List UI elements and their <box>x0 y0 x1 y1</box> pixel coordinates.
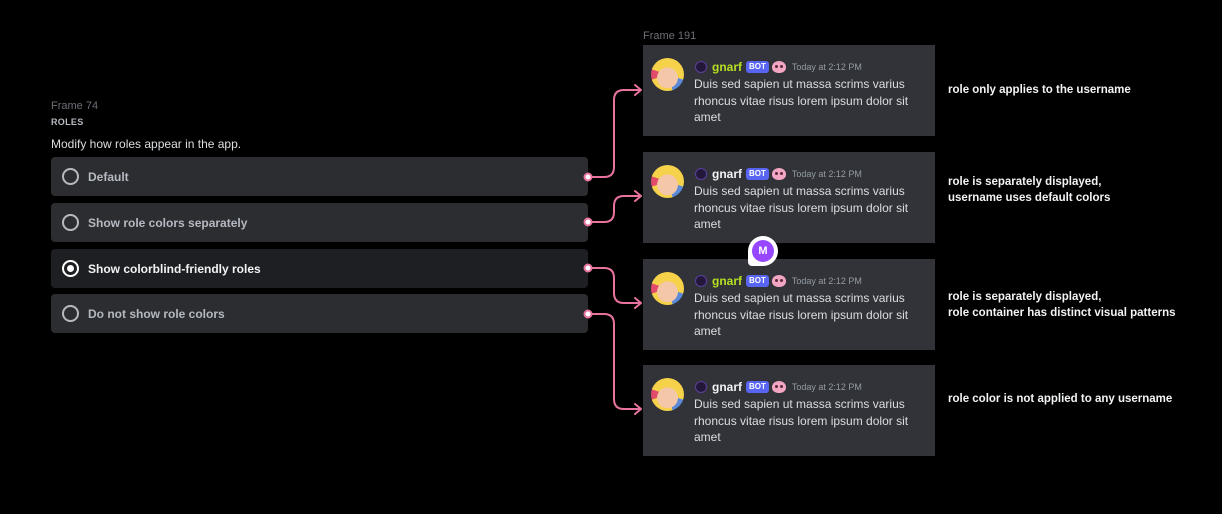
chat-message-preview: gnarf BOT Today at 2:12 PM Duis sed sapi… <box>643 365 935 456</box>
annotation-note: role color is not applied to any usernam… <box>948 391 1172 407</box>
chat-message-preview: gnarf BOT Today at 2:12 PM Duis sed sapi… <box>643 45 935 136</box>
radio-unchecked-icon[interactable] <box>62 305 79 322</box>
bot-tag: BOT <box>746 61 769 73</box>
role-option-label: Default <box>88 169 129 184</box>
message-body: Duis sed sapien ut massa scrims varius r… <box>694 397 909 444</box>
role-icon <box>695 168 707 180</box>
role-option-label: Show role colors separately <box>88 215 248 230</box>
note-line: role only applies to the username <box>948 84 1131 96</box>
note-line: role container has distinct visual patte… <box>948 307 1176 319</box>
username[interactable]: gnarf <box>712 380 742 394</box>
radio-unchecked-icon[interactable] <box>62 168 79 185</box>
role-option-label: Do not show role colors <box>88 306 225 321</box>
role-icon <box>695 61 707 73</box>
role-icon <box>695 275 707 287</box>
annotation-note: role is separately displayed, role conta… <box>948 289 1176 321</box>
message-body: Duis sed sapien ut massa scrims varius r… <box>694 77 909 124</box>
bot-tag: BOT <box>746 168 769 180</box>
avatar <box>651 378 684 411</box>
timestamp: Today at 2:12 PM <box>791 276 862 286</box>
role-option-no-colors[interactable]: Do not show role colors <box>51 294 588 333</box>
cat-emoji-icon <box>771 381 786 393</box>
annotation-note: role only applies to the username <box>948 82 1131 98</box>
username[interactable]: gnarf <box>712 274 742 288</box>
chat-message-preview: gnarf BOT Today at 2:12 PM Duis sed sapi… <box>643 259 935 350</box>
avatar <box>651 165 684 198</box>
message-body: Duis sed sapien ut massa scrims varius r… <box>694 291 909 338</box>
bot-tag: BOT <box>746 381 769 393</box>
radio-unchecked-icon[interactable] <box>62 214 79 231</box>
avatar <box>651 58 684 91</box>
username[interactable]: gnarf <box>712 167 742 181</box>
timestamp: Today at 2:12 PM <box>791 62 862 72</box>
bot-tag: BOT <box>746 275 769 287</box>
role-option-colorblind-friendly[interactable]: Show colorblind-friendly roles <box>51 249 588 288</box>
connector-2 <box>588 195 640 223</box>
collaborator-avatar-badge[interactable]: M <box>748 236 780 270</box>
roles-section-title: ROLES <box>51 117 84 127</box>
role-option-separate-colors[interactable]: Show role colors separately <box>51 203 588 242</box>
annotation-note: role is separately displayed, username u… <box>948 174 1110 206</box>
radio-checked-icon[interactable] <box>62 260 79 277</box>
connector-4 <box>588 313 640 410</box>
message-body: Duis sed sapien ut massa scrims varius r… <box>694 184 909 231</box>
collaborator-initial: M <box>752 240 774 262</box>
avatar <box>651 272 684 305</box>
cat-emoji-icon <box>771 275 786 287</box>
connector-3 <box>588 267 640 304</box>
note-line: username uses default colors <box>948 192 1111 204</box>
frame-191-label: Frame 191 <box>643 30 697 42</box>
chat-message-preview: gnarf BOT Today at 2:12 PM Duis sed sapi… <box>643 152 935 243</box>
role-icon <box>695 381 707 393</box>
frame-74-label: Frame 74 <box>51 100 99 112</box>
roles-section-description: Modify how roles appear in the app. <box>51 137 242 151</box>
username[interactable]: gnarf <box>712 60 742 74</box>
cat-emoji-icon <box>771 168 786 180</box>
timestamp: Today at 2:12 PM <box>791 169 862 179</box>
note-line: role is separately displayed, <box>948 291 1102 303</box>
note-line: role color is not applied to any usernam… <box>948 393 1173 405</box>
note-line: role is separately displayed, <box>948 176 1102 188</box>
cat-emoji-icon <box>771 61 786 73</box>
timestamp: Today at 2:12 PM <box>791 382 862 392</box>
role-option-default[interactable]: Default <box>51 157 588 196</box>
role-option-label: Show colorblind-friendly roles <box>88 261 261 276</box>
connector-1 <box>588 89 640 178</box>
